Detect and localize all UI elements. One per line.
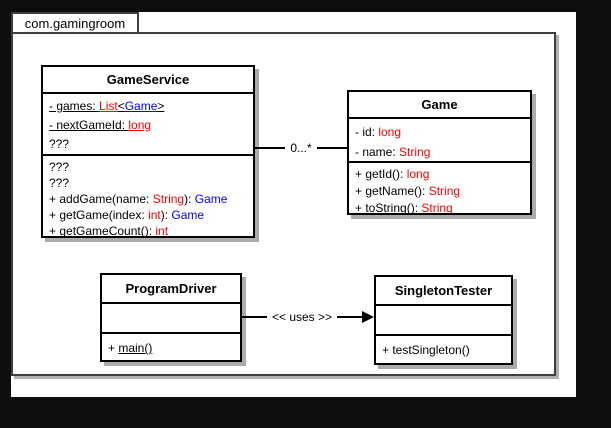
method-row: + getGame(index: int): Game [49,207,251,223]
text-segment: long [406,166,430,181]
method-row: + getName(): String [355,183,528,200]
text-segment: + toString(): [355,200,422,213]
text-segment: String [399,145,431,159]
text-segment: ??? [49,137,70,151]
text-segment: long [128,118,152,132]
text-segment: - games: [49,99,100,113]
text-segment: + [108,341,119,355]
attributes-compartment [102,304,240,332]
method-row: + main() [108,337,238,359]
text-segment: long [378,125,402,139]
class-box-singletontester: SingletonTester + testSingleton() [374,275,513,365]
text-segment: + getGame(index: [49,208,149,223]
text-segment: String [152,192,185,207]
text-segment: String [428,183,461,198]
method-row: ??? [49,175,251,191]
text-segment: main() [118,341,153,355]
connector-line [316,147,348,149]
attributes-compartment: - games: List<Game> - nextGameId: long ?… [43,94,253,154]
text-segment: ??? [49,160,70,175]
text-segment: > [157,99,165,113]
dependency-connector: << uses >> [242,309,375,325]
methods-compartment: + testSingleton() [376,334,511,363]
methods-compartment: + main() [102,332,240,360]
method-row: + testSingleton() [382,339,509,361]
attribute-row: ??? [49,135,251,154]
attribute-row: - games: List<Game> [49,97,251,116]
association-connector: 0...* [255,140,348,156]
text-segment: < [117,99,125,113]
method-row: + toString(): String [355,200,528,213]
text-segment: + addGame(name: [49,192,153,207]
text-segment: List [99,99,118,113]
class-box-game: Game - id: long - name: String + getId()… [347,90,532,215]
attribute-row: - name: String [355,142,528,161]
text-segment: - id: [355,125,379,139]
text-segment: - name: [355,145,400,159]
multiplicity-label: 0...* [290,141,312,155]
package-tab: com.gamingroom [11,12,139,34]
connector-line [337,316,363,318]
class-title-programdriver: ProgramDriver [102,275,240,304]
package-name-label: com.gamingroom [24,15,126,31]
method-row: + addGame(name: String): Game [49,191,251,207]
uses-stereotype-label: << uses >> [271,310,333,324]
text-segment: Game [124,99,158,113]
text-segment: + testSingleton() [382,343,470,357]
text-segment: int [148,208,161,223]
dependency-arrowhead-icon [362,311,375,323]
text-segment: ): [184,192,195,207]
class-title-gameservice: GameService [43,67,253,94]
text-segment: ??? [49,176,70,191]
class-title-game: Game [349,92,530,119]
attributes-compartment: - id: long - name: String [349,119,530,161]
methods-compartment: + getId(): long + getName(): String + to… [349,160,530,213]
attribute-row: - nextGameId: long [49,116,251,135]
text-segment: ): [160,208,172,223]
text-segment: Game [194,192,228,207]
text-segment: Game [171,208,205,223]
class-box-gameservice: GameService - games: List<Game> - nextGa… [41,65,255,238]
method-row: + getGameCount(): int [49,223,251,236]
text-segment: + getId(): [355,166,407,181]
method-row: ??? [49,159,251,175]
attribute-row: - id: long [355,122,528,142]
connector-line [242,316,267,318]
method-row: + getId(): long [355,166,528,183]
text-segment: - nextGameId: [49,118,129,132]
text-segment: + getName(): [355,183,429,198]
methods-compartment: ??? ??? + addGame(name: String): Game + … [43,154,253,236]
text-segment: String [421,200,453,213]
connector-line [255,147,286,149]
attributes-compartment [376,306,511,334]
class-box-programdriver: ProgramDriver + main() [100,273,242,362]
class-title-singletontester: SingletonTester [376,277,511,306]
text-segment: + getGameCount(): [49,224,156,236]
text-segment: int [155,224,169,236]
